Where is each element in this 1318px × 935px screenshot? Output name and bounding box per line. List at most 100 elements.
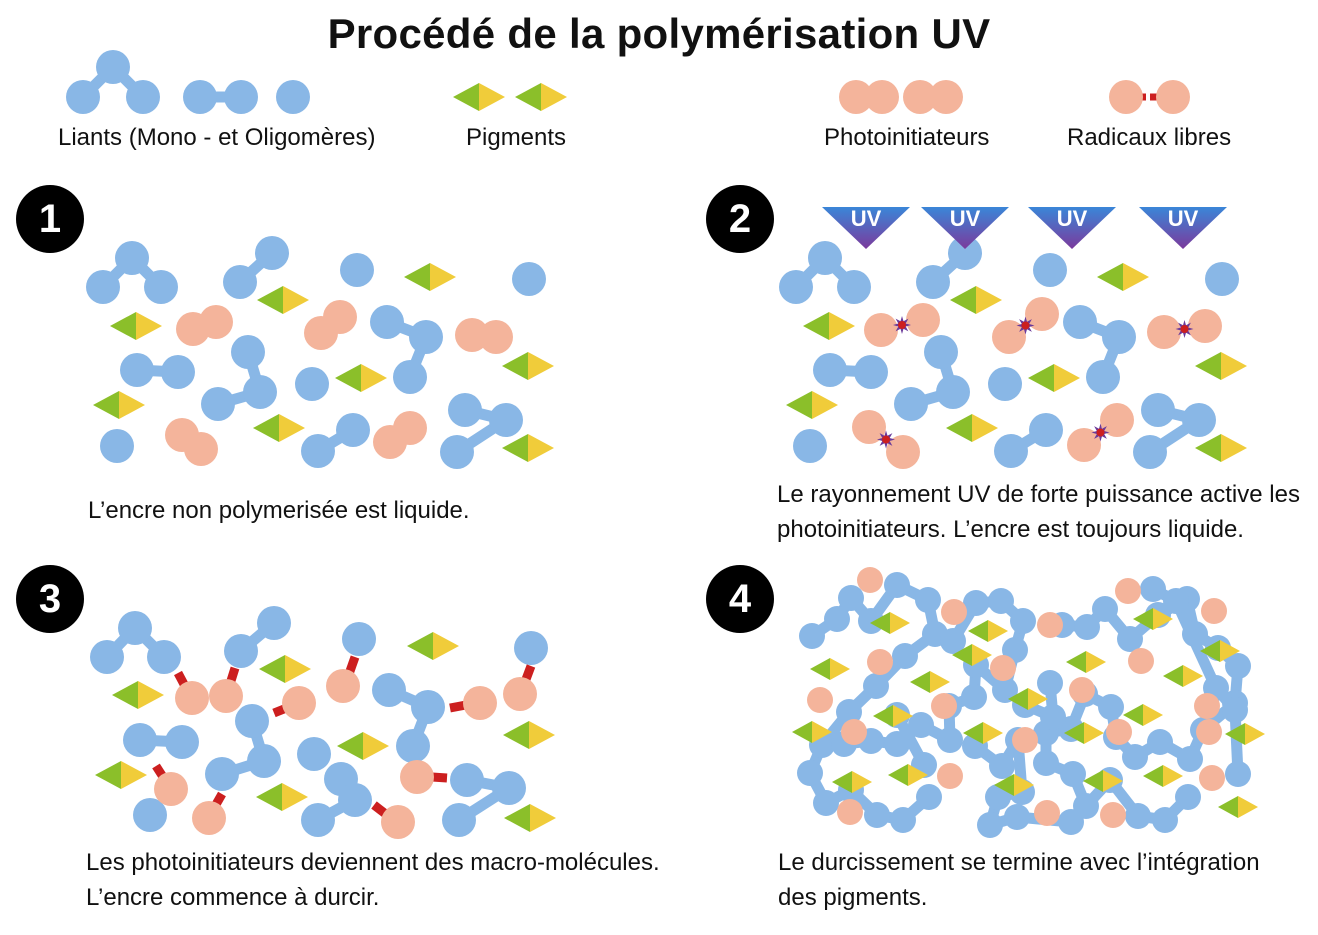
binder-atom <box>1086 360 1120 394</box>
pigment-yellow-half <box>930 671 950 693</box>
binder-atom <box>147 640 181 674</box>
radical-core <box>882 435 890 444</box>
photoinitiator-atom <box>1100 403 1134 437</box>
photoinitiator-atom <box>864 313 898 347</box>
binder-atom <box>864 802 890 828</box>
binder-atom <box>1063 305 1097 339</box>
radical-core <box>1096 428 1105 437</box>
pigment-yellow-half <box>1123 263 1149 291</box>
binder-atom <box>916 784 942 810</box>
binder-atom <box>295 367 329 401</box>
pigment-yellow-half <box>138 681 164 709</box>
photoinitiator-atom <box>381 805 415 839</box>
pigment-green-half <box>453 83 479 111</box>
pigment-green-half <box>1064 722 1084 744</box>
binder-atom <box>892 643 918 669</box>
binder-atom <box>1040 704 1066 730</box>
pigment-green-half <box>786 391 812 419</box>
pigment-green-half <box>253 414 279 442</box>
photoinitiator-atom <box>184 432 218 466</box>
pigment-yellow-half <box>972 644 992 666</box>
pigment-yellow-half <box>433 632 459 660</box>
pigment-green-half <box>1066 651 1086 673</box>
step-badge-2: 2 <box>706 185 774 253</box>
step-badge-4: 4 <box>706 565 774 633</box>
pigment-yellow-half <box>983 722 1003 744</box>
binder-atom <box>409 320 443 354</box>
binder-atom <box>338 783 372 817</box>
pigment-yellow-half <box>1028 688 1048 710</box>
binder-atom <box>224 634 258 668</box>
binder-atom <box>396 729 430 763</box>
binder-atom <box>1147 729 1173 755</box>
pigment-green-half <box>112 681 138 709</box>
pigment-yellow-half <box>430 263 456 291</box>
pigment-green-half <box>1028 364 1054 392</box>
pigment-yellow-half <box>988 620 1008 642</box>
photoinitiator-atom <box>941 599 967 625</box>
binder-atom <box>1225 653 1251 679</box>
legend-label-binders: Liants (Mono - et Oligomères) <box>58 124 376 151</box>
binder-atom <box>799 623 825 649</box>
pigment-green-half <box>259 655 285 683</box>
photoinitiator-atom <box>503 677 537 711</box>
binder-atom <box>144 270 178 304</box>
photoinitiator-atom <box>323 300 357 334</box>
photoinitiator-atom <box>931 693 957 719</box>
pigment-yellow-half <box>972 414 998 442</box>
binder-atom <box>514 631 548 665</box>
photoinitiator-atom <box>929 80 963 114</box>
pigment-yellow-half <box>283 286 309 314</box>
photoinitiator-atom <box>1012 727 1038 753</box>
binder-atom <box>450 763 484 797</box>
pigment-yellow-half <box>1143 704 1163 726</box>
uv-arrow-label: UV <box>1168 206 1199 231</box>
pigment-green-half <box>502 434 528 462</box>
binder-atom <box>937 727 963 753</box>
binder-atom <box>808 241 842 275</box>
binder-atom <box>1177 746 1203 772</box>
binder-atom <box>992 677 1018 703</box>
uv-arrow-icon <box>1139 207 1227 249</box>
binder-atom <box>1098 694 1124 720</box>
pigment-green-half <box>952 644 972 666</box>
binder-atom <box>120 353 154 387</box>
photoinitiator-atom <box>1034 800 1060 826</box>
step-caption-1: L’encre non polymerisée est liquide. <box>88 497 470 524</box>
pigment-green-half <box>1200 640 1220 662</box>
binder-atom <box>813 790 839 816</box>
photoinitiator-atom <box>1196 719 1222 745</box>
binder-atom <box>340 253 374 287</box>
binder-atom <box>448 393 482 427</box>
pigment-yellow-half <box>1238 796 1258 818</box>
radical-core <box>1180 325 1189 333</box>
binder-atom <box>440 435 474 469</box>
binder-atom <box>86 270 120 304</box>
binder-atom <box>297 737 331 771</box>
binder-atom <box>1029 413 1063 447</box>
binder-atom <box>977 812 1003 838</box>
pigment-green-half <box>946 414 972 442</box>
binder-atom <box>924 335 958 369</box>
pigment-yellow-half <box>1103 770 1123 792</box>
pigment-green-half <box>256 783 282 811</box>
uv-arrow-label: UV <box>950 206 981 231</box>
pigment-green-half <box>1133 608 1153 630</box>
pigment-yellow-half <box>1221 352 1247 380</box>
photoinitiator-atom <box>1115 578 1141 604</box>
binder-atom <box>1058 809 1084 835</box>
photoinitiator-atom <box>1128 648 1154 674</box>
page-title: Procédé de la polymérisation UV <box>327 10 991 57</box>
binder-atom <box>235 704 269 738</box>
binder-atom <box>989 753 1015 779</box>
binder-atom <box>1205 262 1239 296</box>
pigment-yellow-half <box>1245 723 1265 745</box>
photoinitiator-atom <box>837 799 863 825</box>
pigment-yellow-half <box>279 414 305 442</box>
pigment-green-half <box>335 364 361 392</box>
radical-core <box>898 321 906 329</box>
uv-arrow-label: UV <box>1057 206 1088 231</box>
binder-atom <box>884 572 910 598</box>
binder-atom <box>276 80 310 114</box>
